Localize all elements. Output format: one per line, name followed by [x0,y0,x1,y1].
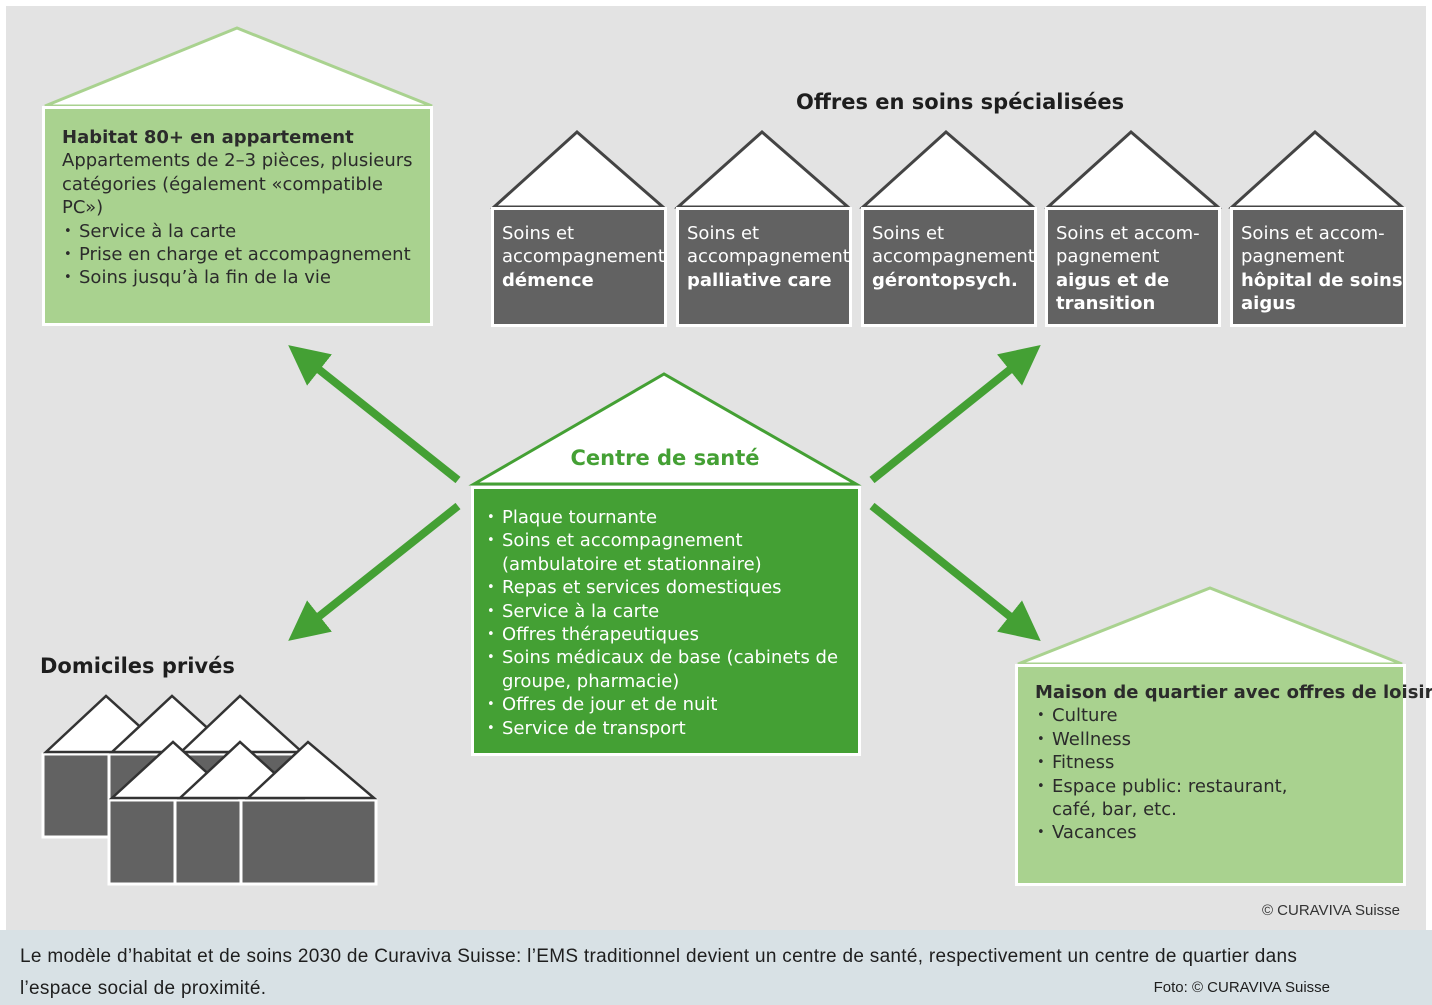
private-homes-illustration [41,694,378,886]
list-item: Prise en charge et accompagnement [62,243,420,267]
spec-roof-5 [1228,129,1407,209]
copyright-note: © CURAVIVA Suisse [1261,902,1400,919]
list-item: Repas et services domestiques [485,576,850,600]
centre-box: Plaque tournante Soins et accompagnement… [471,486,861,756]
spec-house-acute-transition: Soins et accom-pagnement aigus et de tra… [1045,207,1221,327]
list-item: Vacances [1035,821,1393,845]
caption-bar: Le modèle d’habitat et de soins 2030 de … [0,930,1432,1005]
list-item: Plaque tournante [485,506,850,530]
arrow-to-maison [869,502,1041,641]
spec-house-specialty: aigus et de transition [1056,269,1170,315]
habitat-box: Habitat 80+ en appartement Appartements … [42,106,433,326]
list-item: Service à la carte [62,220,420,244]
maison-title: Maison de quartier avec offres de loisir… [1035,682,1432,703]
spec-house-palliative: Soins et accompagnement palliative care [676,207,852,327]
list-item: Offres thérapeutiques [485,623,850,647]
spec-house-label: Soins et accompagnement [872,223,1035,268]
diagram-graphics [41,26,1407,886]
maison-list: Culture Wellness Fitness Espace public: … [1035,704,1393,845]
spec-house-specialty: démence [502,269,594,291]
spec-house-label: Soins et accompagnement [502,223,665,268]
spec-house-specialty: palliative care [687,269,832,291]
spec-house-dementia: Soins et accompagnement démence [491,207,667,327]
spec-house-label: Soins et accompagnement [687,223,850,268]
list-item: Culture [1035,704,1393,728]
arrow-to-domiciles [288,502,461,641]
caption-text: Le modèle d’habitat et de soins 2030 de … [20,946,1298,999]
centre-title: Centre de santé [570,446,760,470]
arrow-to-specialized [869,345,1041,484]
list-item: Offres de jour et de nuit [485,693,850,717]
spec-house-label: Soins et accom-pagnement [1056,223,1200,268]
habitat-description: Appartements de 2–3 pièces, plusieurs ca… [62,150,413,219]
domiciles-title: Domiciles privés [40,654,235,678]
list-item: Wellness [1035,728,1393,752]
spec-roof-2 [674,129,853,209]
list-item: Soins et accompagnement (ambulatoire et … [485,529,850,576]
spec-roof-1 [490,129,668,209]
maison-roof [1017,586,1403,666]
spec-house-acute-hospital: Soins et accom-pagnement hôpital de soin… [1230,207,1406,327]
habitat-title: Habitat 80+ en appartement [62,127,354,148]
spec-house-label: Soins et accom-pagnement [1241,223,1385,268]
specialized-heading: Offres en soins spécialisées [796,90,1125,114]
list-item: Soins jusqu’à la fin de la vie [62,266,420,290]
list-item: Service de transport [485,717,850,741]
spec-house-specialty: gérontopsych. [872,269,1018,291]
maison-box: Maison de quartier avec offres de loisir… [1015,664,1432,886]
list-item: Fitness [1035,751,1393,775]
list-item: Service à la carte [485,600,850,624]
spec-roof-3 [859,129,1038,209]
centre-roof [468,372,862,486]
centre-list: Plaque tournante Soins et accompagnement… [485,506,850,740]
list-item: Soins médicaux de base (cabinets de grou… [485,646,850,693]
habitat-list: Service à la carte Prise en charge et ac… [62,220,420,291]
spec-house-specialty: hôpital de soins aigus [1241,269,1403,315]
habitat-roof [44,26,433,108]
spec-roof-4 [1044,129,1223,209]
arrow-to-habitat [288,345,461,484]
list-item: Espace public: restaurant, café, bar, et… [1035,775,1292,822]
caption-photo-credit: Foto: © CURAVIVA Suisse [1153,979,1330,996]
spec-house-gerontopsych: Soins et accompagnement gérontopsych. [861,207,1037,327]
